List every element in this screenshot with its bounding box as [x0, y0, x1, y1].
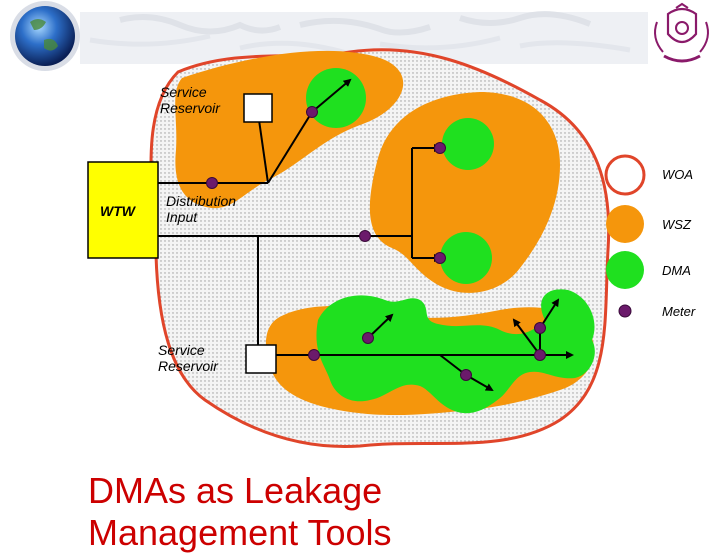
- meter-bottom-mid: [460, 369, 472, 381]
- wtw-label: WTW: [100, 203, 135, 219]
- globe-icon: [10, 1, 80, 71]
- legend-wsz-swatch: [606, 205, 644, 243]
- dma-right-lower: [440, 232, 492, 284]
- meter-right-lower-dma: [434, 252, 446, 264]
- meter-right-upper-dma: [434, 142, 446, 154]
- wtw-box: [87, 161, 159, 259]
- legend-woa-label: WOA: [662, 167, 694, 182]
- meter-trunk: [359, 230, 371, 242]
- legend-wsz-label: WSZ: [662, 217, 691, 232]
- meter-bottom-right-upper: [534, 322, 546, 334]
- wsz-region-right: [369, 92, 560, 293]
- meter-bottom-left: [308, 349, 320, 361]
- meter-distribution-input: [206, 177, 218, 189]
- legend-dma-swatch: [606, 251, 644, 289]
- legend: [604, 154, 646, 318]
- service-reservoir-top-label: Service Reservoir: [160, 84, 220, 116]
- slide-title: DMAs as Leakage Management Tools: [88, 470, 392, 553]
- meter-bottom-right: [534, 349, 546, 361]
- university-crest-icon: [648, 2, 714, 68]
- service-reservoir-bottom-box: [245, 344, 277, 374]
- meter-top-dma: [306, 106, 318, 118]
- dma-top: [306, 68, 366, 128]
- meter-bottom-upper: [362, 332, 374, 344]
- legend-meter-swatch: [618, 304, 632, 318]
- dma-diagram: [0, 0, 720, 449]
- legend-woa-swatch: [604, 154, 646, 196]
- legend-dma-label: DMA: [662, 263, 691, 278]
- service-reservoir-top-box: [243, 93, 273, 123]
- header-banner: [0, 0, 720, 70]
- dma-right-upper: [442, 118, 494, 170]
- distribution-input-label: Distribution Input: [166, 193, 237, 225]
- legend-meter-label: Meter: [662, 304, 696, 319]
- meters: [206, 106, 546, 381]
- service-reservoir-bottom-label: Service Reservoir: [158, 342, 218, 374]
